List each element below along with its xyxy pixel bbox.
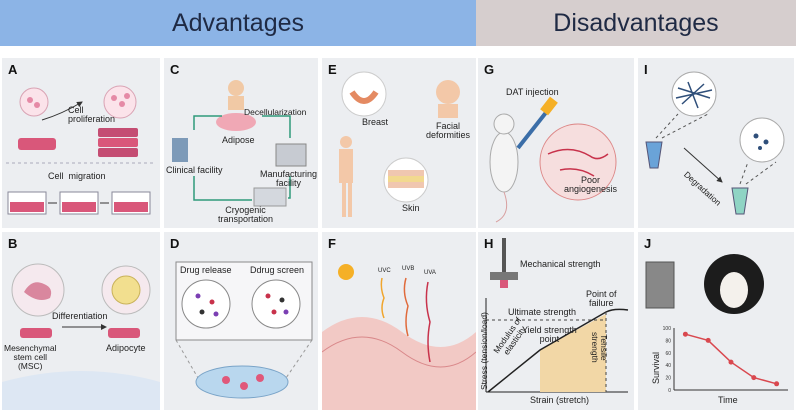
uvc-label: UVC bbox=[378, 268, 391, 274]
point-of-failure-label: Point of failure bbox=[586, 289, 617, 309]
syringe-icon bbox=[516, 108, 550, 150]
y-tick-label: 0 bbox=[668, 388, 671, 394]
panel-i: I Degradation bbox=[638, 58, 794, 228]
dat-injection-label: DAT injection bbox=[506, 87, 559, 97]
panel-b: B Differentiation Mesenchymal stem cell … bbox=[2, 232, 160, 410]
panel-c: C Adipose Decellularization Manufacturin… bbox=[164, 58, 318, 228]
time-axis-label: Time bbox=[718, 395, 738, 405]
panel-d-illustration bbox=[175, 261, 313, 399]
y-tick-label: 20 bbox=[665, 376, 671, 382]
panel-f-illustration bbox=[322, 264, 476, 410]
panel-j-illustration bbox=[645, 254, 764, 314]
panel-letter: B bbox=[8, 236, 18, 251]
breast-label: Breast bbox=[362, 117, 389, 127]
msc-label: Mesenchymal stem cell (MSC) bbox=[4, 343, 57, 371]
tube-icon bbox=[645, 141, 663, 169]
panel-h-illustration bbox=[485, 238, 629, 393]
panel-letter: G bbox=[484, 62, 495, 77]
survival-line bbox=[685, 333, 777, 385]
panel-f: F UVC UVB UVA bbox=[322, 232, 476, 410]
disadvantages-title: Disadvantages bbox=[553, 8, 719, 37]
panel-j: J 0 20 40 60 80 100 Survival Time bbox=[638, 232, 794, 410]
breast-icon bbox=[349, 90, 379, 104]
cryo-box-icon bbox=[253, 187, 287, 207]
y-tick-label: 40 bbox=[665, 363, 671, 369]
panel-letter: E bbox=[328, 62, 337, 77]
panel-d: D Drug release Ddrug screen bbox=[164, 232, 318, 410]
survival-axis-label: Survival bbox=[651, 351, 661, 384]
y-tick-label: 80 bbox=[665, 338, 671, 344]
facial-deformities-label: Facial deformities bbox=[426, 121, 471, 141]
panel-a-illustration bbox=[6, 85, 156, 215]
face-icon bbox=[436, 80, 460, 104]
cryogenic-label: Cryogenic transportation bbox=[218, 205, 274, 225]
panel-letter: A bbox=[8, 62, 18, 77]
manufacturing-label: Manufacturing facility bbox=[260, 169, 318, 189]
panel-letter: J bbox=[644, 236, 652, 251]
zoom-circle bbox=[539, 123, 617, 201]
panel-b-illustration bbox=[2, 263, 160, 410]
x-axis-label: Strain (stretch) bbox=[530, 395, 590, 405]
mechanical-strength-label: Mechanical strength bbox=[520, 259, 601, 269]
poor-angiogenesis-label: Poor angiogenesis bbox=[564, 175, 618, 195]
adipose-label: Adipose bbox=[222, 135, 255, 145]
panel-h: H Mechanical strength Ultimate strength … bbox=[478, 232, 634, 410]
flask-icon bbox=[18, 138, 56, 150]
advantages-header: Advantages bbox=[0, 0, 476, 46]
panel-g-illustration bbox=[489, 96, 617, 223]
sun-icon bbox=[338, 264, 354, 280]
survival-point bbox=[774, 381, 780, 387]
survival-point bbox=[728, 359, 734, 365]
adipocyte-label: Adipocyte bbox=[106, 343, 146, 353]
panel-a: A Cell proliferation Cell migration bbox=[2, 58, 160, 228]
hospital-icon bbox=[172, 138, 188, 162]
decellularization-label: Decellularization bbox=[244, 107, 307, 117]
scaffold-icon bbox=[675, 81, 713, 109]
person-icon bbox=[228, 80, 244, 96]
skin-layers-icon bbox=[388, 182, 424, 188]
panel-letter: F bbox=[328, 236, 336, 251]
uva-label: UVA bbox=[424, 270, 436, 276]
panel-letter: C bbox=[170, 62, 180, 77]
y-tick-label: 100 bbox=[663, 326, 672, 332]
clinical-label: Clinical facility bbox=[166, 165, 223, 175]
drug-release-label: Drug release bbox=[180, 265, 232, 275]
cell-proliferation-label: Cell proliferation bbox=[68, 105, 116, 125]
panel-letter: I bbox=[644, 62, 648, 77]
drug-screen-label: Ddrug screen bbox=[250, 265, 305, 275]
panel-e: E Breast Facial deformities Skin bbox=[322, 58, 476, 228]
rat-icon bbox=[489, 131, 519, 193]
panel-c-illustration bbox=[172, 80, 307, 207]
adipocyte-icon bbox=[111, 275, 141, 305]
survival-point bbox=[751, 375, 757, 381]
body-icon bbox=[340, 136, 352, 148]
msc-cell-icon bbox=[24, 282, 52, 300]
mouse-icon bbox=[720, 272, 748, 308]
factory-icon bbox=[275, 143, 307, 167]
panel-i-illustration bbox=[645, 71, 785, 215]
survival-point bbox=[705, 337, 711, 343]
pig-icon bbox=[216, 113, 256, 131]
skin-label: Skin bbox=[402, 203, 420, 213]
instrument-icon bbox=[645, 261, 675, 309]
panel-g: G DAT injection Poor angiogenesis bbox=[478, 58, 634, 228]
disadvantages-header: Disadvantages bbox=[476, 0, 796, 46]
y-axis-label: Stress (tension/load) bbox=[479, 312, 489, 390]
advantages-title: Advantages bbox=[171, 8, 305, 37]
panel-e-illustration bbox=[339, 71, 460, 217]
cell-migration-label: Cell migration bbox=[48, 171, 106, 181]
uvb-label: UVB bbox=[402, 266, 415, 272]
well-plate-icon bbox=[195, 365, 289, 399]
y-tick-label: 60 bbox=[665, 351, 671, 357]
panel-letter: D bbox=[170, 236, 180, 251]
tensile-tester-icon bbox=[502, 238, 506, 274]
panel-letter: H bbox=[484, 236, 494, 251]
yield-strength-label: Yield strength point bbox=[522, 325, 577, 345]
differentiation-label: Differentiation bbox=[52, 311, 108, 321]
survival-chart: 0 20 40 60 80 100 bbox=[663, 326, 788, 394]
tensile-strength-label: Tensile strength bbox=[590, 332, 609, 363]
survival-point bbox=[682, 331, 688, 337]
ultimate-strength-label: Ultimate strength bbox=[508, 307, 577, 317]
